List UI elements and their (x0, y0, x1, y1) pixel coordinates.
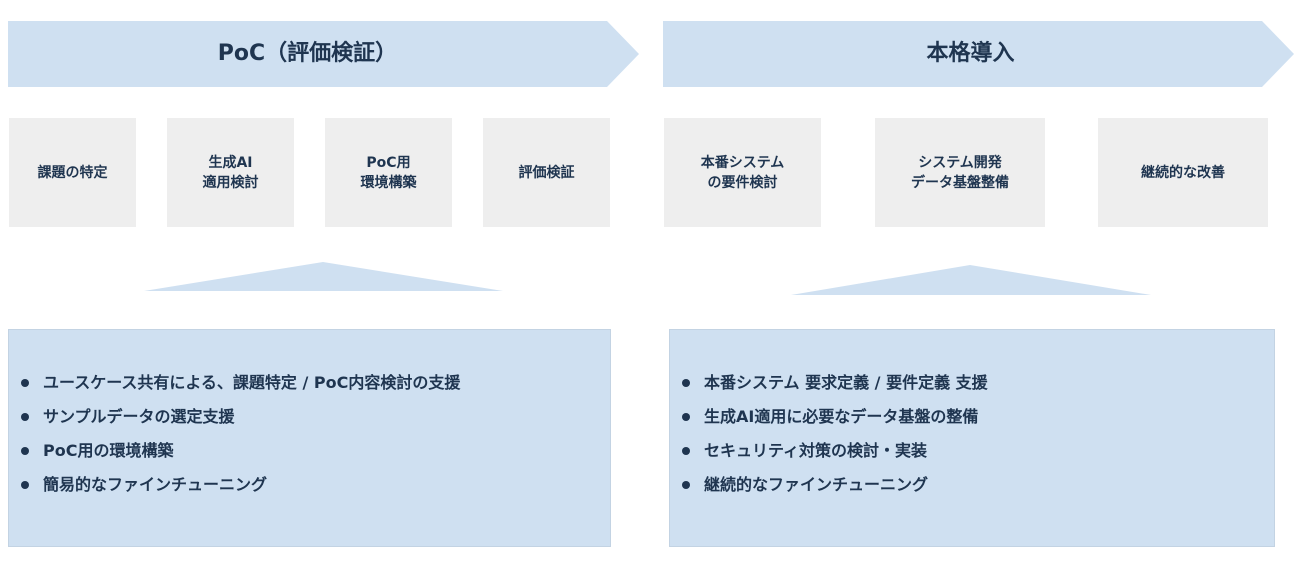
list-item-text: ユースケース共有による、課題特定 / PoC内容検討の支援 (43, 373, 461, 392)
step-production-2: システム開発 データ基盤整備 (875, 118, 1045, 227)
bullet-icon (21, 481, 29, 489)
step-poc-4: 評価検証 (483, 118, 610, 227)
list-item: 本番システム 要求定義 / 要件定義 支援 (682, 368, 988, 402)
step-poc-3: PoC用 環境構築 (325, 118, 452, 227)
step-production-2-line-1: システム開発 (918, 154, 1002, 171)
step-poc-1: 課題の特定 (9, 118, 136, 227)
phase-production-arrow-shape (663, 21, 1294, 87)
poc-callout-pointer (144, 262, 503, 291)
step-poc-3-line-1: PoC用 (366, 154, 411, 171)
step-production-1-line-2: の要件検討 (707, 174, 778, 191)
list-item-text: 生成AI適用に必要なデータ基盤の整備 (704, 407, 979, 426)
phase-production-header: 本格導入 (663, 21, 1294, 87)
list-item: 簡易的なファインチューニング (21, 470, 460, 504)
list-item: ユースケース共有による、課題特定 / PoC内容検討の支援 (21, 368, 460, 402)
list-item-text: セキュリティ対策の検討・実装 (704, 441, 928, 460)
bullet-icon (21, 447, 29, 455)
list-item-text: サンプルデータの選定支援 (43, 407, 235, 426)
poc-support-list: ユースケース共有による、課題特定 / PoC内容検討の支援 サンプルデータの選定… (21, 368, 460, 504)
phase-poc-arrow-shape (8, 21, 639, 87)
list-item: セキュリティ対策の検討・実装 (682, 436, 988, 470)
step-production-1-line-1: 本番システム (700, 154, 785, 171)
step-poc-3-line-2: 環境構築 (360, 174, 417, 191)
bullet-icon (21, 413, 29, 421)
poc-detail-box: ユースケース共有による、課題特定 / PoC内容検討の支援 サンプルデータの選定… (8, 329, 611, 547)
step-production-1: 本番システム の要件検討 (664, 118, 821, 227)
list-item: 生成AI適用に必要なデータ基盤の整備 (682, 402, 988, 436)
list-item: PoC用の環境構築 (21, 436, 460, 470)
list-item-text: PoC用の環境構築 (43, 441, 174, 460)
list-item: サンプルデータの選定支援 (21, 402, 460, 436)
bullet-icon (682, 379, 690, 387)
step-poc-4-line-1: 評価検証 (518, 164, 575, 181)
list-item-text: 継続的なファインチューニング (704, 475, 929, 494)
list-item-text: 本番システム 要求定義 / 要件定義 支援 (704, 373, 988, 392)
list-item: 継続的なファインチューニング (682, 470, 988, 504)
phase-poc-header: PoC（評価検証） (8, 21, 639, 87)
bullet-icon (682, 413, 690, 421)
step-poc-2-line-1: 生成AI (208, 154, 253, 171)
step-production-2-line-2: データ基盤整備 (911, 174, 1009, 191)
production-callout-pointer (791, 265, 1151, 295)
bullet-icon (682, 447, 690, 455)
step-poc-1-line-1: 課題の特定 (37, 164, 108, 181)
step-production-3: 継続的な改善 (1098, 118, 1268, 227)
list-item-text: 簡易的なファインチューニング (43, 475, 268, 494)
step-poc-2: 生成AI 適用検討 (167, 118, 294, 227)
step-production-3-line-1: 継続的な改善 (1141, 164, 1225, 181)
production-detail-box: 本番システム 要求定義 / 要件定義 支援 生成AI適用に必要なデータ基盤の整備… (669, 329, 1275, 547)
phase-production-title: 本格導入 (926, 41, 1015, 66)
phase-poc-title: PoC（評価検証） (217, 41, 398, 66)
bullet-icon (682, 481, 690, 489)
bullet-icon (21, 379, 29, 387)
production-support-list: 本番システム 要求定義 / 要件定義 支援 生成AI適用に必要なデータ基盤の整備… (682, 368, 988, 504)
step-poc-2-line-2: 適用検討 (202, 174, 259, 191)
